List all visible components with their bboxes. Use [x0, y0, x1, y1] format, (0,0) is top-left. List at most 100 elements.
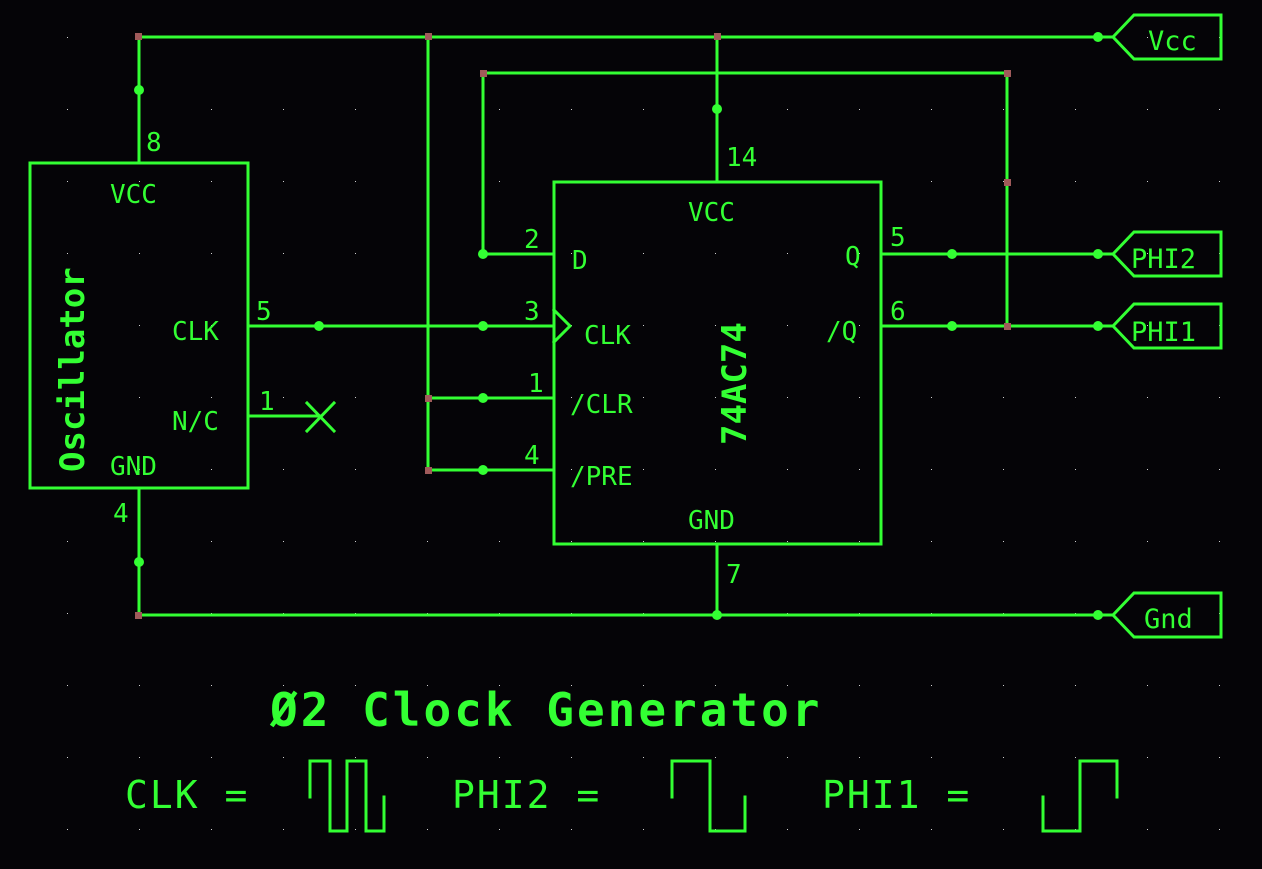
grid-dot — [1075, 757, 1076, 758]
grid-dot — [67, 325, 68, 326]
flipflop-body[interactable] — [552, 180, 883, 546]
junction-dot — [478, 249, 488, 259]
grid-dot — [499, 181, 500, 182]
port-vcc[interactable]: Vcc — [1098, 13, 1223, 61]
grid-dot — [1147, 325, 1148, 326]
grid-dot — [67, 37, 68, 38]
grid-dot — [355, 541, 356, 542]
osc-pin-label-clk: CLK — [172, 317, 219, 347]
grid-dot — [1147, 109, 1148, 110]
grid-dot — [1003, 109, 1004, 110]
oscillator-body[interactable] — [28, 161, 250, 490]
osc-pin-num-nc: 1 — [259, 387, 275, 417]
grid-dot — [355, 109, 356, 110]
legend-phi1-label: PHI1 = — [822, 773, 971, 817]
grid-dot — [715, 757, 716, 758]
grid-dot — [787, 685, 788, 686]
grid-dot — [427, 829, 428, 830]
ff-pin-num-clk: 3 — [524, 297, 540, 327]
grid-dot — [1147, 613, 1148, 614]
osc-pin-label-vcc: VCC — [110, 180, 157, 210]
junction-dot — [712, 104, 722, 114]
waveform-legend: CLK = PHI2 = PHI1 = — [125, 759, 1119, 833]
grid-dot — [1147, 829, 1148, 830]
grid-dot — [1147, 757, 1148, 758]
pad — [425, 33, 432, 40]
grid-dot — [1075, 109, 1076, 110]
pads — [135, 33, 1011, 619]
junction-dot — [478, 393, 488, 403]
junction-dot — [1093, 249, 1103, 259]
grid-dot — [1219, 109, 1220, 110]
grid-dot — [571, 829, 572, 830]
flipflop-component[interactable]: 74AC74 VCC D CLK /CLR /PRE Q /Q GND 14 2… — [524, 143, 906, 590]
port-gnd[interactable]: Gnd — [1098, 591, 1223, 639]
grid-dot — [643, 685, 644, 686]
grid-dot — [643, 325, 644, 326]
grid-dot — [355, 829, 356, 830]
grid-dot — [643, 469, 644, 470]
grid-dot — [1147, 685, 1148, 686]
grid-dot — [211, 253, 212, 254]
grid-dot — [211, 109, 212, 110]
grid-dot — [499, 541, 500, 542]
grid-dot — [715, 469, 716, 470]
grid-dot — [139, 469, 140, 470]
junction-dot — [134, 557, 144, 567]
grid-dot — [1147, 37, 1148, 38]
grid-dot — [1003, 829, 1004, 830]
port-phi2[interactable]: PHI2 — [1098, 230, 1223, 278]
grid-dot — [67, 541, 68, 542]
grid-dot — [787, 469, 788, 470]
grid-dot — [499, 829, 500, 830]
port-phi1[interactable]: PHI1 — [1098, 302, 1223, 350]
grid-dot — [427, 541, 428, 542]
oscillator-component[interactable]: Oscillator VCC CLK N/C GND 8 5 1 4 — [28, 128, 275, 529]
oscillator-name: Oscillator — [53, 267, 93, 472]
grid-dot — [355, 685, 356, 686]
grid-dot — [211, 829, 212, 830]
grid-dot — [1003, 541, 1004, 542]
grid-dot — [643, 757, 644, 758]
grid-dot — [211, 397, 212, 398]
grid-dot — [643, 397, 644, 398]
grid-dot — [283, 181, 284, 182]
junction-dot — [712, 610, 722, 620]
grid-dot — [571, 757, 572, 758]
grid-dot — [1147, 397, 1148, 398]
junction-dot — [947, 321, 957, 331]
grid-dot — [931, 541, 932, 542]
net-port-flag-icon — [1110, 13, 1223, 61]
ff-pin-num-vcc: 14 — [726, 143, 757, 173]
ff-pin-num-q: 5 — [890, 223, 906, 253]
grid-dot — [211, 685, 212, 686]
grid-dot — [571, 541, 572, 542]
ff-pin-num-qn: 6 — [890, 297, 906, 327]
grid-dot — [355, 469, 356, 470]
grid-dot — [571, 109, 572, 110]
ff-pin-num-gnd: 7 — [726, 560, 742, 590]
ff-pin-num-pre: 4 — [524, 441, 540, 471]
grid-dot — [1003, 685, 1004, 686]
pad — [1004, 179, 1011, 186]
clk-waveform-icon — [308, 759, 386, 833]
grid-dot — [355, 181, 356, 182]
grid-dot — [427, 685, 428, 686]
grid-dot — [1219, 685, 1220, 686]
grid-dot — [931, 685, 932, 686]
grid-dot — [499, 109, 500, 110]
ff-pin-label-vcc: VCC — [688, 198, 735, 228]
grid-dot — [1219, 541, 1220, 542]
grid-dot — [859, 541, 860, 542]
grid-dot — [859, 325, 860, 326]
grid-dot — [1003, 181, 1004, 182]
flipflop-name: 74AC74 — [715, 322, 755, 445]
ff-pin-label-gnd: GND — [688, 506, 735, 536]
grid-dot — [643, 109, 644, 110]
grid-dot — [67, 397, 68, 398]
junction-dot — [1093, 610, 1103, 620]
junction-dot — [314, 321, 324, 331]
grid-dot — [67, 469, 68, 470]
junction-dot — [947, 249, 957, 259]
